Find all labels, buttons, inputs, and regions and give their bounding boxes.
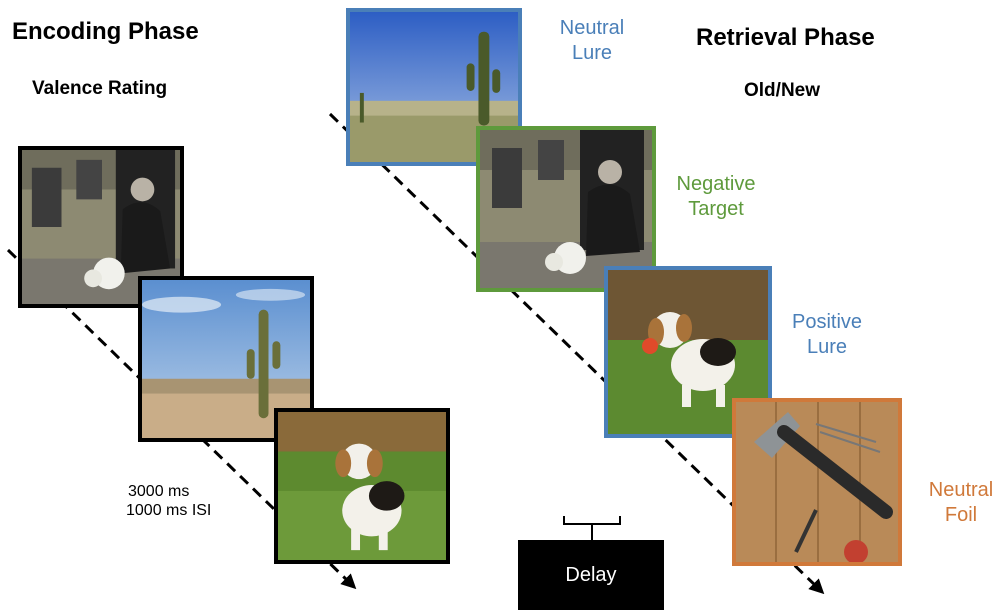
condition-valence: Negative <box>676 173 756 195</box>
condition-valence: Neutral <box>559 17 625 39</box>
condition-label-neutral-foil: Neutral Foil <box>922 478 1000 528</box>
graveside-mourner-image <box>18 146 184 308</box>
retrieval-desert-cactus-image <box>346 8 522 166</box>
old-new-label: Old/New <box>744 80 821 101</box>
condition-type: Lure <box>571 42 613 64</box>
retrieval-graveside-mourner-image <box>476 126 656 292</box>
condition-valence: Positive <box>791 311 863 333</box>
valence-rating-label: Valence Rating <box>32 78 168 99</box>
condition-type: Lure <box>806 336 848 358</box>
condition-type: Foil <box>944 504 978 526</box>
retrieval-timeline-arrow <box>328 112 825 595</box>
isi-duration-label: 1000 ms ISI <box>126 502 212 519</box>
encoding-phase-title: Encoding Phase <box>12 18 199 45</box>
hammer-nails-image <box>732 398 902 566</box>
stimulus-duration-label: 3000 ms <box>128 483 190 500</box>
condition-label-positive-lure: Positive Lure <box>784 310 870 360</box>
retrieval-phase-title: Retrieval Phase <box>696 24 875 51</box>
delay-box: Delay <box>518 540 664 610</box>
condition-label-neutral-lure: Neutral Lure <box>552 16 632 66</box>
delay-bracket <box>563 516 621 542</box>
condition-type: Target <box>688 198 744 220</box>
condition-valence: Neutral <box>928 479 994 501</box>
beagle-puppy-image <box>274 408 450 564</box>
condition-label-negative-target: Negative Target <box>668 172 764 222</box>
